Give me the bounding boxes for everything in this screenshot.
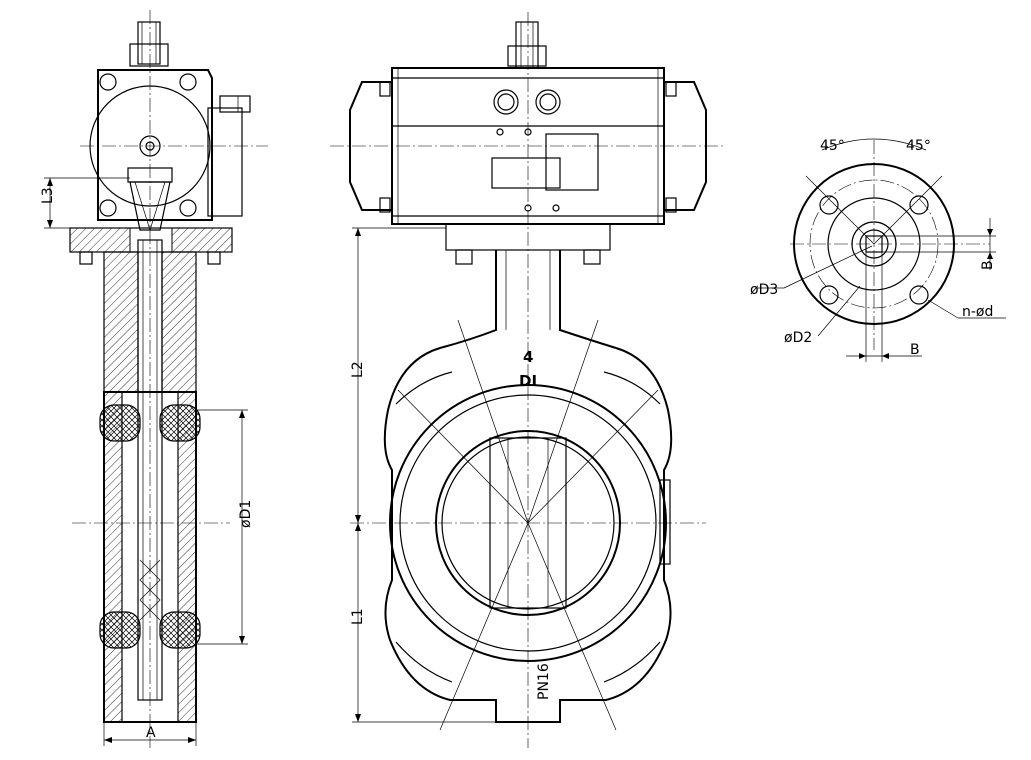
label-nd: n-ød xyxy=(962,304,993,320)
label-angle-right: 45° xyxy=(906,138,931,154)
label-B-vertical: B xyxy=(980,260,996,270)
label-pressure: PN16 xyxy=(536,663,552,700)
label-D2: øD2 xyxy=(784,330,812,346)
label-L2: L2 xyxy=(350,361,366,378)
label-B-horizontal: B xyxy=(910,342,920,358)
label-D3: øD3 xyxy=(750,282,778,298)
side-section-view xyxy=(44,10,268,748)
label-L1: L1 xyxy=(350,608,366,625)
label-mark-4: 4 xyxy=(523,348,533,366)
label-mark-DI: DI xyxy=(519,372,537,390)
label-D1: øD1 xyxy=(238,500,254,528)
front-view xyxy=(330,12,726,748)
label-L3: L3 xyxy=(40,187,56,204)
label-angle-left: 45° xyxy=(820,138,845,154)
flange-top-view xyxy=(756,138,1006,362)
label-A: A xyxy=(146,725,156,741)
